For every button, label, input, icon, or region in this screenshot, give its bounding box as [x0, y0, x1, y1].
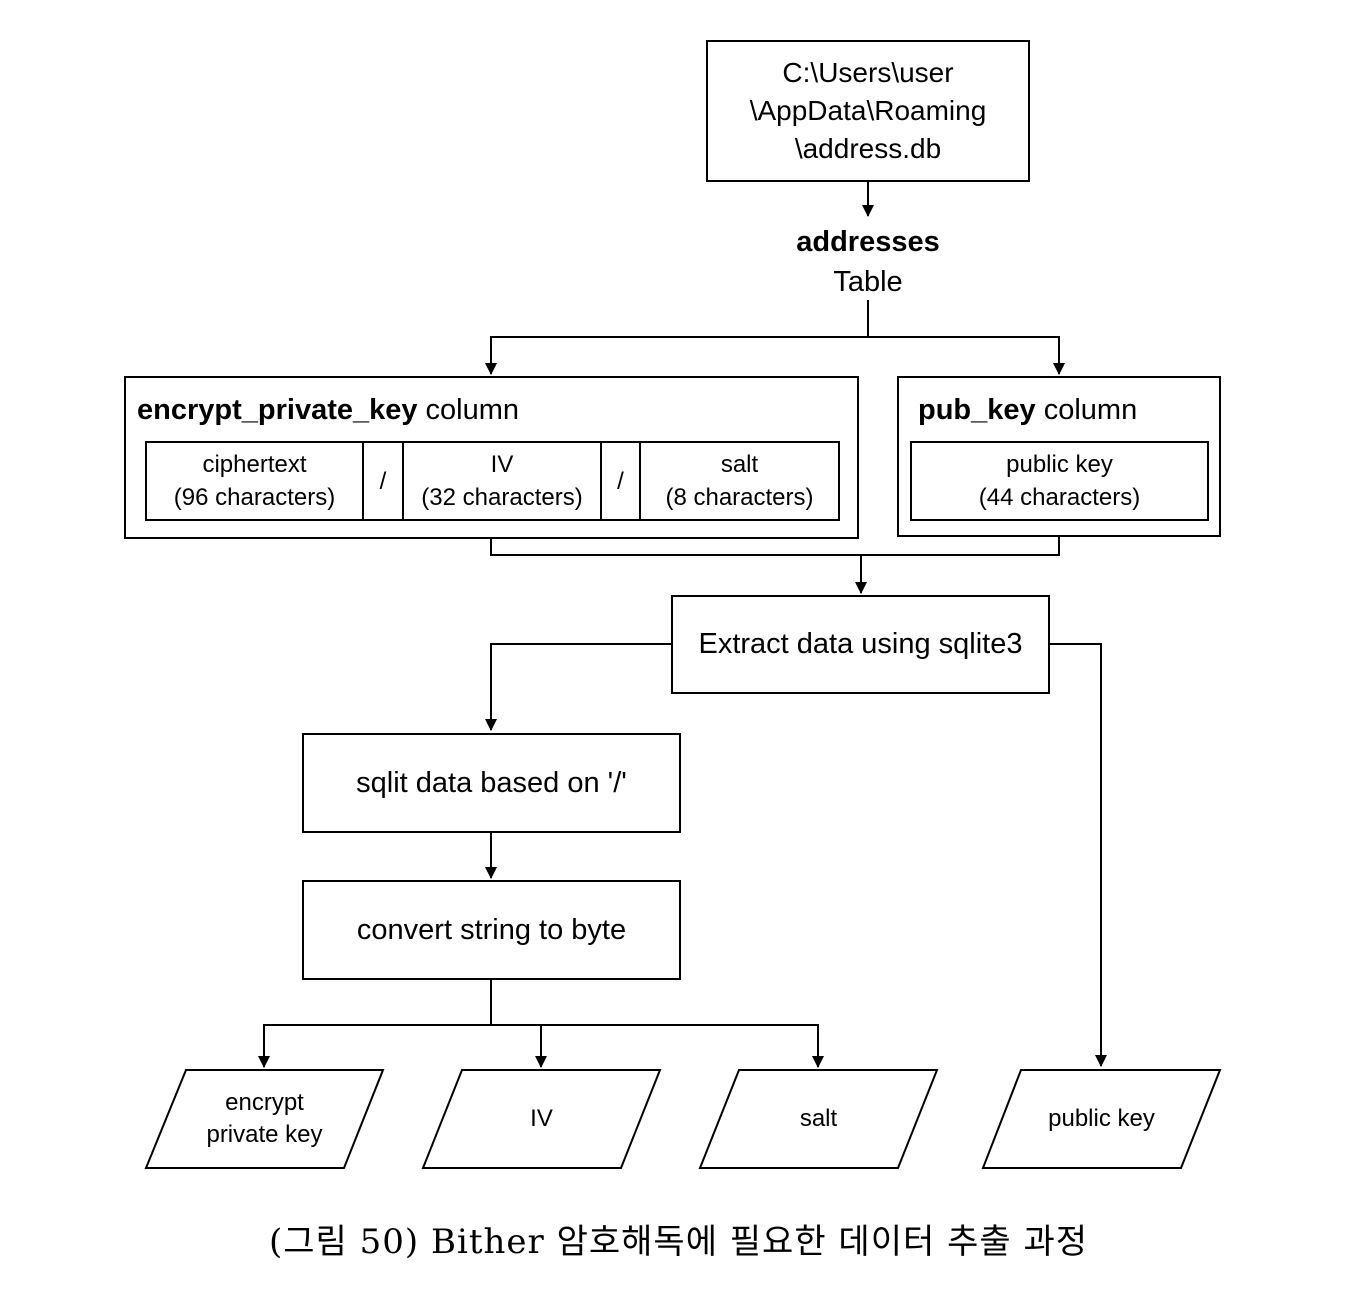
convert-step-box: convert string to byte: [302, 880, 681, 980]
field-iv-length: (32 characters): [421, 484, 583, 511]
arrow-extract-to-split: [485, 643, 671, 731]
pub-key-column-box: pub_key column public key (44 characters…: [897, 376, 1221, 537]
output-encrypt-private-key: encrypt private key: [146, 1087, 383, 1151]
output-salt: salt: [700, 1103, 937, 1135]
output-encrypt-private-key-shape: [144, 1069, 385, 1169]
encrypt-private-key-column-box: encrypt_private_key column ciphertext (9…: [124, 376, 859, 539]
table-label: addresses Table: [768, 222, 968, 302]
pub-key-column-name: pub_key: [918, 394, 1036, 426]
encrypt-column-title: encrypt_private_key column: [137, 394, 519, 427]
arrow-table-to-pubkey-column: [868, 336, 1065, 375]
extract-step-box: Extract data using sqlite3: [671, 595, 1050, 694]
field-salt-label: salt: [720, 451, 759, 478]
output-encrypt-line-1: encrypt: [225, 1089, 304, 1116]
db-path-line-3: \address.db: [794, 133, 942, 164]
db-path-line-1: C:\Users\user: [782, 57, 954, 88]
db-path-line-2: \AppData\Roaming: [749, 95, 987, 126]
encrypt-column-suffix: column: [417, 394, 520, 426]
arrow-to-salt: [491, 1024, 824, 1068]
table-name: addresses: [796, 226, 940, 258]
figure-caption: (그림 50) Bither 암호해독에 필요한 데이터 추출 과정: [269, 1222, 1088, 1262]
field-ciphertext-label: ciphertext: [202, 451, 307, 478]
encrypt-column-name: encrypt_private_key: [137, 394, 418, 426]
arrow-table-to-encrypt-column: [485, 336, 868, 375]
table-word: Table: [833, 266, 903, 298]
field-public-key: public key (44 characters): [910, 441, 1209, 521]
arrow-to-encrypt-private-key: [258, 1024, 491, 1068]
output-salt-label: salt: [799, 1105, 838, 1132]
output-encrypt-line-2: private key: [206, 1121, 323, 1148]
field-public-key-length: (44 characters): [978, 484, 1141, 511]
field-salt-length: (8 characters): [665, 484, 814, 511]
split-step-box: sqlit data based on '/': [302, 733, 681, 833]
separator-1-label: /: [379, 467, 387, 495]
field-ciphertext: ciphertext (96 characters): [147, 443, 364, 519]
field-ciphertext-length: (96 characters): [173, 484, 336, 511]
output-public-key: public key: [983, 1103, 1220, 1135]
field-iv: IV (32 characters): [404, 443, 602, 519]
separator-1: /: [364, 443, 404, 519]
line-encrypt-column-merge: [490, 537, 1060, 556]
output-iv: IV: [423, 1103, 660, 1135]
split-step-label: sqlit data based on '/': [356, 766, 627, 799]
separator-2-label: /: [617, 467, 624, 495]
extract-step-label: Extract data using sqlite3: [698, 628, 1023, 660]
convert-step-label: convert string to byte: [356, 913, 627, 946]
output-iv-shape: [421, 1069, 662, 1169]
field-salt: salt (8 characters): [641, 443, 838, 519]
separator-2: /: [602, 443, 641, 519]
output-iv-label: IV: [530, 1105, 553, 1132]
field-iv-label: IV: [490, 451, 514, 478]
pub-key-column-title: pub_key column: [918, 394, 1137, 427]
encrypt-column-fields: ciphertext (96 characters) / IV (32 char…: [145, 441, 840, 521]
output-public-key-label: public key: [1048, 1105, 1155, 1132]
output-salt-shape: [698, 1069, 939, 1169]
source-db-file-box: C:\Users\user \AppData\Roaming \address.…: [706, 40, 1030, 182]
arrow-extract-to-public-key: [1049, 643, 1107, 1067]
field-public-key-label: public key: [1006, 451, 1113, 478]
output-public-key-shape: [981, 1069, 1222, 1169]
pub-key-column-suffix: column: [1035, 394, 1138, 426]
